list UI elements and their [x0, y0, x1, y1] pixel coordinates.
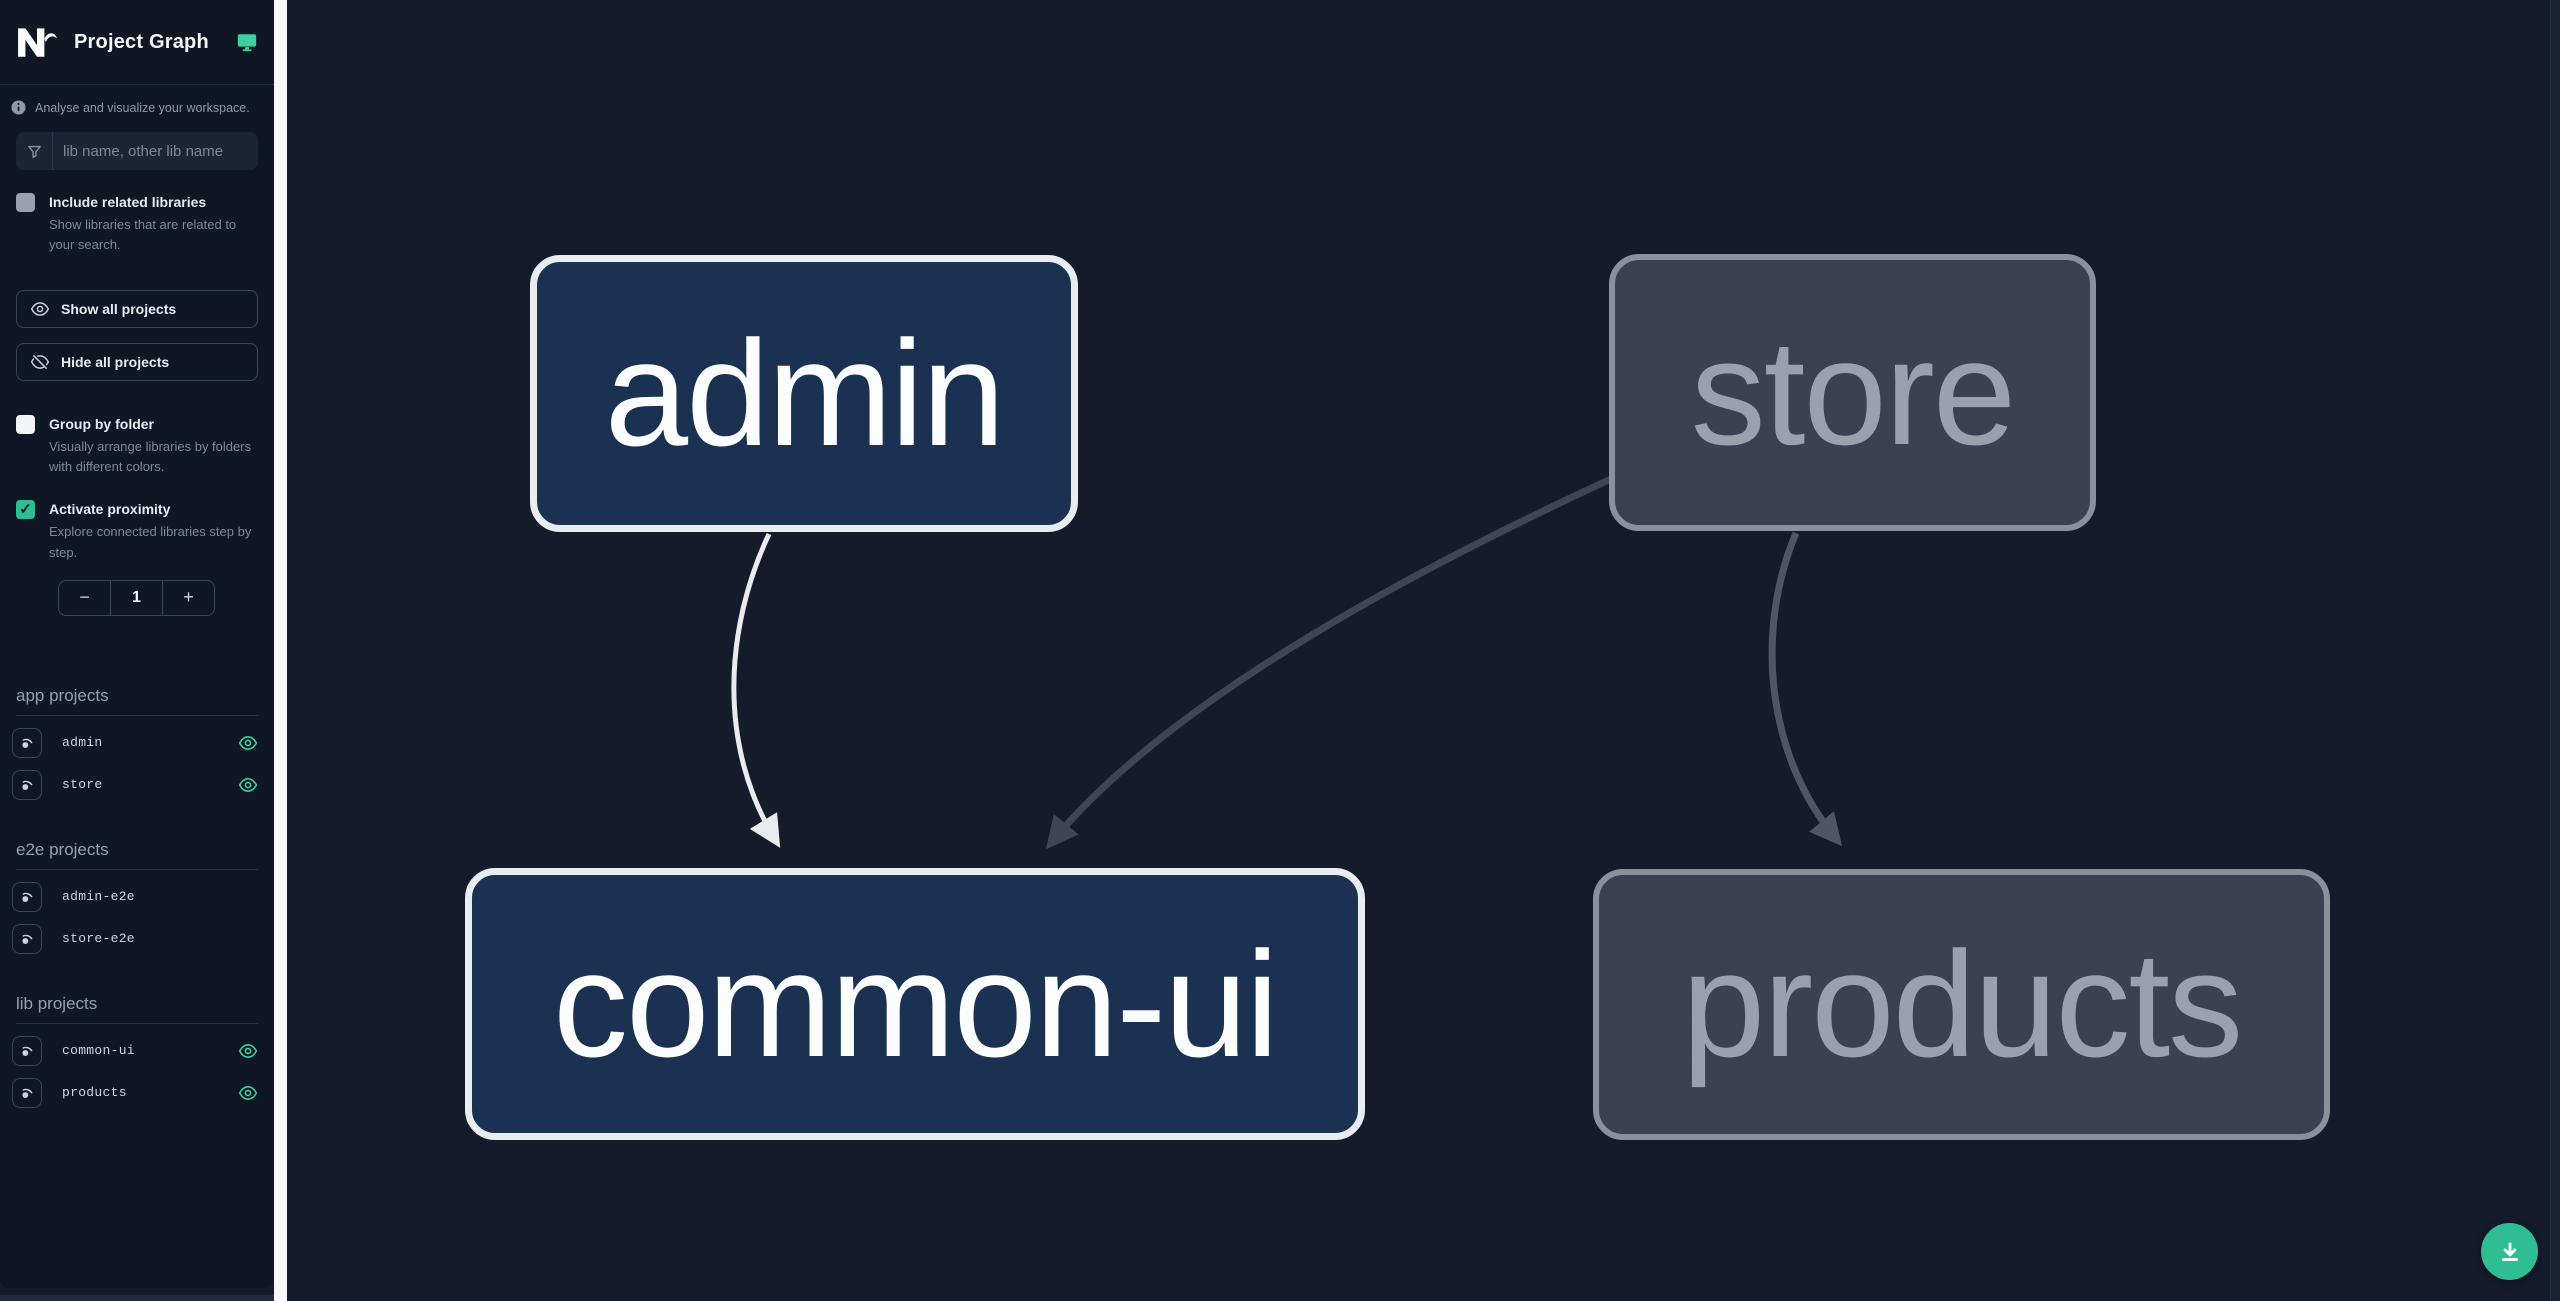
- activate-proximity-label: Activate proximity: [49, 501, 171, 518]
- filter-box: [16, 132, 258, 170]
- proximity-increment-button[interactable]: +: [163, 581, 214, 615]
- project-row-admin-e2e: admin-e2e: [12, 881, 258, 912]
- toggle-visibility-eye-icon[interactable]: [238, 733, 258, 753]
- focus-project-button[interactable]: [12, 1077, 42, 1108]
- focus-project-button[interactable]: [12, 1035, 42, 1066]
- show-all-projects-label: Show all projects: [61, 300, 177, 317]
- group-by-folder-description: Visually arrange libraries by folders wi…: [49, 438, 252, 475]
- funnel-icon: [16, 132, 53, 170]
- project-section-lib: lib projects common-ui products: [0, 994, 274, 1108]
- sidebar: Project Graph Analyse and visualize your…: [0, 0, 274, 1288]
- proximity-decrement-button[interactable]: −: [59, 581, 110, 615]
- sidebar-header: Project Graph: [0, 0, 274, 85]
- dependency-edges-layer: [731, 475, 1843, 850]
- toggle-visibility-eye-icon[interactable]: [238, 1083, 258, 1103]
- activate-proximity-description: Explore connected libraries step by step…: [49, 524, 252, 560]
- edge-store-to-common-ui: [1045, 475, 1613, 850]
- project-section-app: app projects admin store: [0, 686, 274, 800]
- proximity-stepper: − 1 +: [58, 579, 215, 616]
- project-row-products: products: [12, 1077, 258, 1108]
- edge-admin-to-common-ui: [731, 532, 781, 848]
- focus-project-button[interactable]: [12, 923, 42, 954]
- graph-node-label: store: [1690, 308, 2016, 476]
- include-related-description: Show libraries that are related to your …: [49, 217, 237, 253]
- activate-proximity-row: ✓ Activate proximity Explore connected l…: [16, 499, 258, 563]
- app-title: Project Graph: [74, 30, 209, 53]
- focus-project-icon: [22, 1046, 33, 1056]
- sidebar-divider: [274, 0, 287, 1301]
- hide-all-projects-label: Hide all projects: [61, 353, 170, 370]
- filter-input[interactable]: [53, 142, 258, 160]
- focus-project-button[interactable]: [12, 727, 42, 758]
- focus-project-button[interactable]: [12, 881, 42, 912]
- section-title: app projects: [16, 686, 258, 716]
- project-name: admin: [62, 735, 103, 751]
- focus-project-icon: [22, 780, 33, 790]
- project-row-common-ui: common-ui: [12, 1035, 258, 1066]
- project-name: products: [62, 1085, 127, 1101]
- nx-logo-icon: [18, 28, 57, 57]
- project-row-admin: admin: [12, 727, 258, 758]
- section-title: e2e projects: [16, 840, 258, 870]
- graph-node-products[interactable]: products: [1593, 869, 2330, 1140]
- project-name: store: [62, 777, 103, 793]
- monitor-icon[interactable]: [236, 31, 258, 53]
- activate-proximity-checkbox[interactable]: ✓: [16, 500, 35, 520]
- workspace-tagline-row: Analyse and visualize your workspace.: [11, 100, 260, 115]
- workspace-tagline: Analyse and visualize your workspace.: [35, 100, 250, 115]
- graph-node-label: common-ui: [553, 919, 1279, 1088]
- focus-project-icon: [22, 892, 33, 902]
- group-by-folder-row: Group by folder Visually arrange librari…: [16, 414, 258, 478]
- focus-project-icon: [22, 1088, 33, 1098]
- include-related-row: Include related libraries Show libraries…: [16, 192, 258, 256]
- focus-project-icon: [22, 738, 33, 748]
- group-by-folder-checkbox[interactable]: [16, 414, 35, 434]
- info-icon: [11, 100, 26, 115]
- include-related-label: Include related libraries: [49, 194, 207, 210]
- section-title: lib projects: [16, 994, 258, 1024]
- eye-icon: [30, 301, 50, 316]
- proximity-value: 1: [110, 580, 162, 615]
- focus-project-button[interactable]: [12, 769, 42, 800]
- project-row-store-e2e: store-e2e: [12, 923, 258, 954]
- focus-project-icon: [22, 934, 33, 944]
- project-sections: app projects admin store e2e projects ad…: [0, 686, 274, 1108]
- graph-canvas[interactable]: admin store common-ui products: [287, 0, 2560, 1301]
- download-icon: [2501, 1241, 2518, 1261]
- eye-off-icon: [30, 354, 50, 369]
- download-image-button[interactable]: [2481, 1223, 2538, 1280]
- project-name: admin-e2e: [62, 889, 135, 905]
- graph-node-store[interactable]: store: [1609, 254, 2096, 531]
- hide-all-projects-button[interactable]: Hide all projects: [16, 342, 258, 381]
- toggle-visibility-eye-icon[interactable]: [238, 1041, 258, 1061]
- project-name: common-ui: [62, 1043, 135, 1059]
- vertical-scrollbar[interactable]: [2550, 0, 2560, 1301]
- graph-node-common-ui[interactable]: common-ui: [465, 868, 1365, 1140]
- include-related-checkbox[interactable]: [16, 193, 35, 212]
- project-row-store: store: [12, 769, 258, 800]
- graph-node-label: admin: [604, 309, 1006, 477]
- project-section-e2e: e2e projects admin-e2e store-e2e: [0, 840, 274, 954]
- edge-store-to-products: [1768, 531, 1843, 847]
- group-by-folder-label: Group by folder: [49, 415, 154, 432]
- graph-node-label: products: [1681, 920, 2243, 1088]
- show-all-projects-button[interactable]: Show all projects: [16, 289, 258, 328]
- toggle-visibility-eye-icon[interactable]: [238, 775, 258, 795]
- project-name: store-e2e: [62, 931, 135, 947]
- graph-node-admin[interactable]: admin: [530, 255, 1078, 532]
